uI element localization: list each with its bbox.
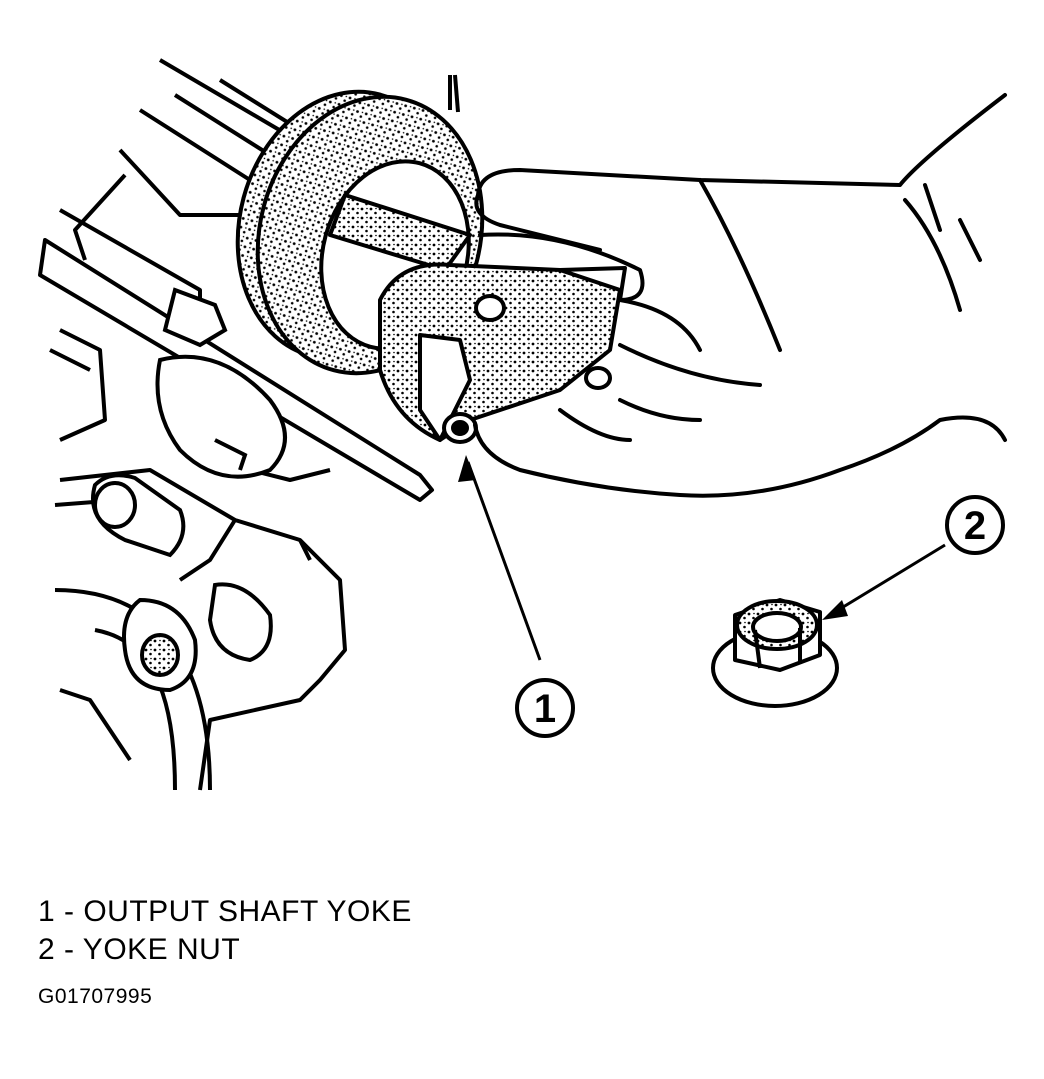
figure-id: G01707995 bbox=[38, 985, 153, 1008]
yoke-nut bbox=[711, 598, 839, 708]
legend-item-output-shaft-yoke: 1 - OUTPUT SHAFT YOKE bbox=[38, 895, 412, 928]
housing-bolt-boss bbox=[91, 287, 287, 693]
technician-hand bbox=[473, 93, 1007, 498]
callout-2: 2 bbox=[822, 495, 1005, 620]
callout-1: 1 bbox=[458, 455, 575, 738]
transfer-case-illustration: 1 2 bbox=[38, 58, 1007, 791]
callout-1-number: 1 bbox=[534, 687, 556, 731]
output-shaft-yoke bbox=[328, 193, 627, 444]
callout-2-number: 2 bbox=[964, 504, 986, 548]
parts-legend: 1 - OUTPUT SHAFT YOKE 2 - YOKE NUT bbox=[38, 893, 412, 969]
legend-item-yoke-nut: 2 - YOKE NUT bbox=[38, 933, 241, 966]
